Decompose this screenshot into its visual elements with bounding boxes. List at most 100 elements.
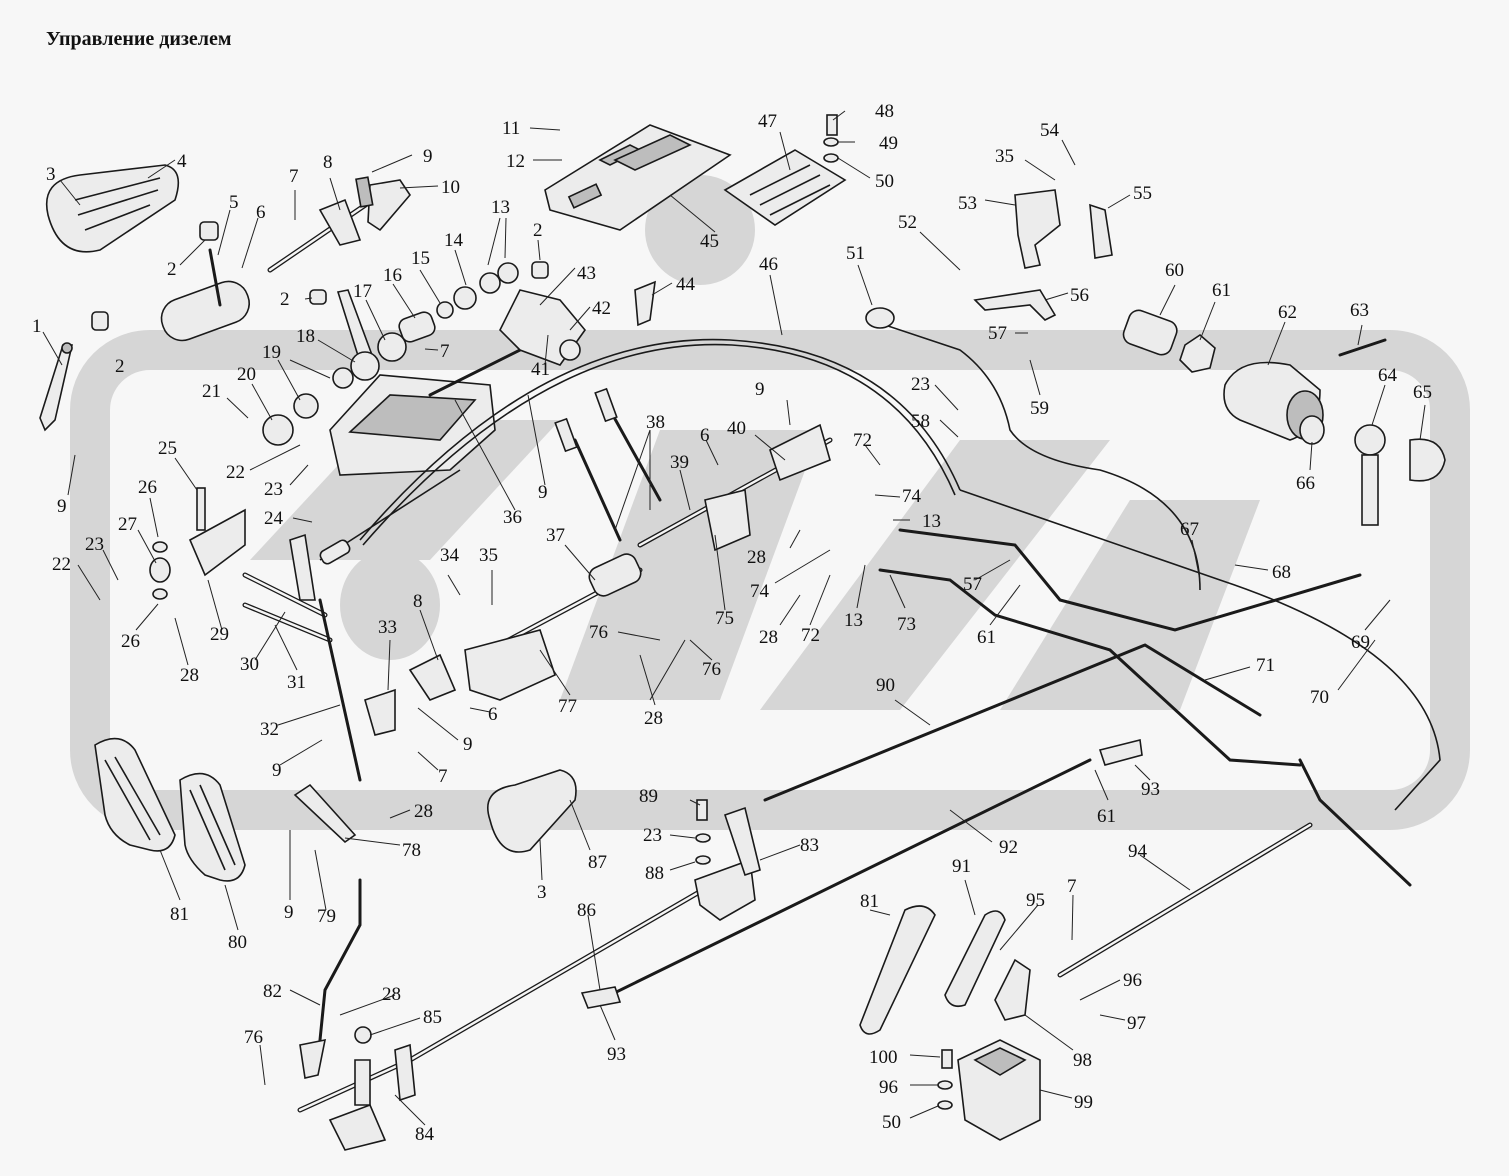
callout-13: 13 [922, 511, 941, 532]
handle-tube [160, 280, 250, 342]
callout-2: 2 [167, 259, 177, 280]
callout-1: 1 [32, 316, 42, 337]
callout-76: 76 [702, 659, 721, 680]
callout-2: 2 [280, 289, 290, 310]
callout-23: 23 [85, 534, 104, 555]
callout-23: 23 [264, 479, 283, 500]
callout-35: 35 [995, 146, 1014, 167]
callout-81: 81 [170, 904, 189, 925]
callout-11: 11 [502, 118, 520, 139]
callout-23: 23 [643, 825, 662, 846]
callout-28: 28 [180, 665, 199, 686]
callout-96: 96 [1123, 970, 1142, 991]
callout-82: 82 [263, 981, 282, 1002]
callout-96: 96 [879, 1077, 898, 1098]
callout-13: 13 [491, 197, 510, 218]
callout-67: 67 [1180, 519, 1199, 540]
callout-10: 10 [441, 177, 460, 198]
callout-6: 6 [256, 202, 266, 223]
callout-24: 24 [264, 508, 284, 529]
callout-13: 13 [844, 610, 863, 631]
callout-21: 21 [202, 381, 221, 402]
lever-1 [39, 344, 74, 432]
callout-89: 89 [639, 786, 658, 807]
callout-70: 70 [1310, 687, 1329, 708]
callout-80: 80 [228, 932, 247, 953]
callout-39: 39 [670, 452, 689, 473]
callout-53: 53 [958, 193, 977, 214]
callout-61: 61 [1212, 280, 1231, 301]
control-panel-45 [544, 124, 732, 231]
callout-100: 100 [869, 1047, 898, 1068]
callout-38: 38 [646, 412, 665, 433]
callout-5: 5 [229, 192, 239, 213]
cap-2a [199, 221, 219, 241]
callout-49: 49 [879, 133, 898, 154]
callout-58: 58 [911, 411, 930, 432]
callout-84: 84 [415, 1124, 435, 1145]
callout-20: 20 [237, 364, 256, 385]
callout-48: 48 [875, 101, 894, 122]
callout-66: 66 [1296, 473, 1315, 494]
callout-7: 7 [1067, 876, 1077, 897]
callout-30: 30 [240, 654, 259, 675]
callout-15: 15 [411, 248, 430, 269]
callout-88: 88 [645, 863, 664, 884]
grip-sleeve-lower [487, 769, 577, 853]
callout-57: 57 [988, 323, 1007, 344]
callout-78: 78 [402, 840, 421, 861]
callout-97: 97 [1127, 1013, 1146, 1034]
cable-51 [869, 319, 1201, 591]
callout-9: 9 [284, 902, 294, 923]
callout-6: 6 [488, 704, 498, 725]
callout-76: 76 [244, 1027, 263, 1048]
callout-90: 90 [876, 675, 895, 696]
callout-75: 75 [715, 608, 734, 629]
callout-22: 22 [226, 462, 245, 483]
callout-55: 55 [1133, 183, 1152, 204]
plate-47 [723, 149, 847, 226]
callout-23: 23 [911, 374, 930, 395]
callout-86: 86 [577, 900, 596, 921]
callout-52: 52 [898, 212, 917, 233]
callout-28: 28 [747, 547, 766, 568]
callout-18: 18 [296, 326, 315, 347]
callout-34: 34 [440, 545, 460, 566]
cap-2c [531, 261, 549, 279]
callout-2: 2 [115, 356, 125, 377]
callout-68: 68 [1272, 562, 1291, 583]
callout-37: 37 [546, 525, 565, 546]
bracket-99 [957, 1039, 1041, 1141]
callout-64: 64 [1378, 365, 1398, 386]
callout-17: 17 [353, 281, 372, 302]
callout-9: 9 [423, 146, 433, 167]
callout-92: 92 [999, 837, 1018, 858]
callout-26: 26 [121, 631, 140, 652]
callout-57: 57 [963, 574, 982, 595]
callout-93: 93 [607, 1044, 626, 1065]
callout-54: 54 [1040, 120, 1060, 141]
callout-labels: 3 4 5 6 2 2 1 9 7 8 9 10 11 12 13 2 14 1… [32, 101, 1432, 1145]
callout-9: 9 [538, 482, 548, 503]
callout-93: 93 [1141, 779, 1160, 800]
page-title: Управление дизелем [46, 28, 232, 50]
callout-47: 47 [758, 111, 777, 132]
callout-36: 36 [503, 507, 522, 528]
callout-4: 4 [177, 151, 187, 172]
leader-lines [42, 110, 1426, 1126]
callout-59: 59 [1030, 398, 1049, 419]
callout-72: 72 [853, 430, 872, 451]
callout-62: 62 [1278, 302, 1297, 323]
callout-61: 61 [1097, 806, 1116, 827]
callout-60: 60 [1165, 260, 1184, 281]
callout-14: 14 [444, 230, 464, 251]
callout-77: 77 [558, 696, 577, 717]
callout-91: 91 [952, 856, 971, 877]
grip-sleeve-upper [46, 164, 180, 253]
callout-61: 61 [977, 627, 996, 648]
callout-2: 2 [533, 220, 543, 241]
callout-27: 27 [118, 514, 137, 535]
callout-42: 42 [592, 298, 611, 319]
callout-28: 28 [414, 801, 433, 822]
